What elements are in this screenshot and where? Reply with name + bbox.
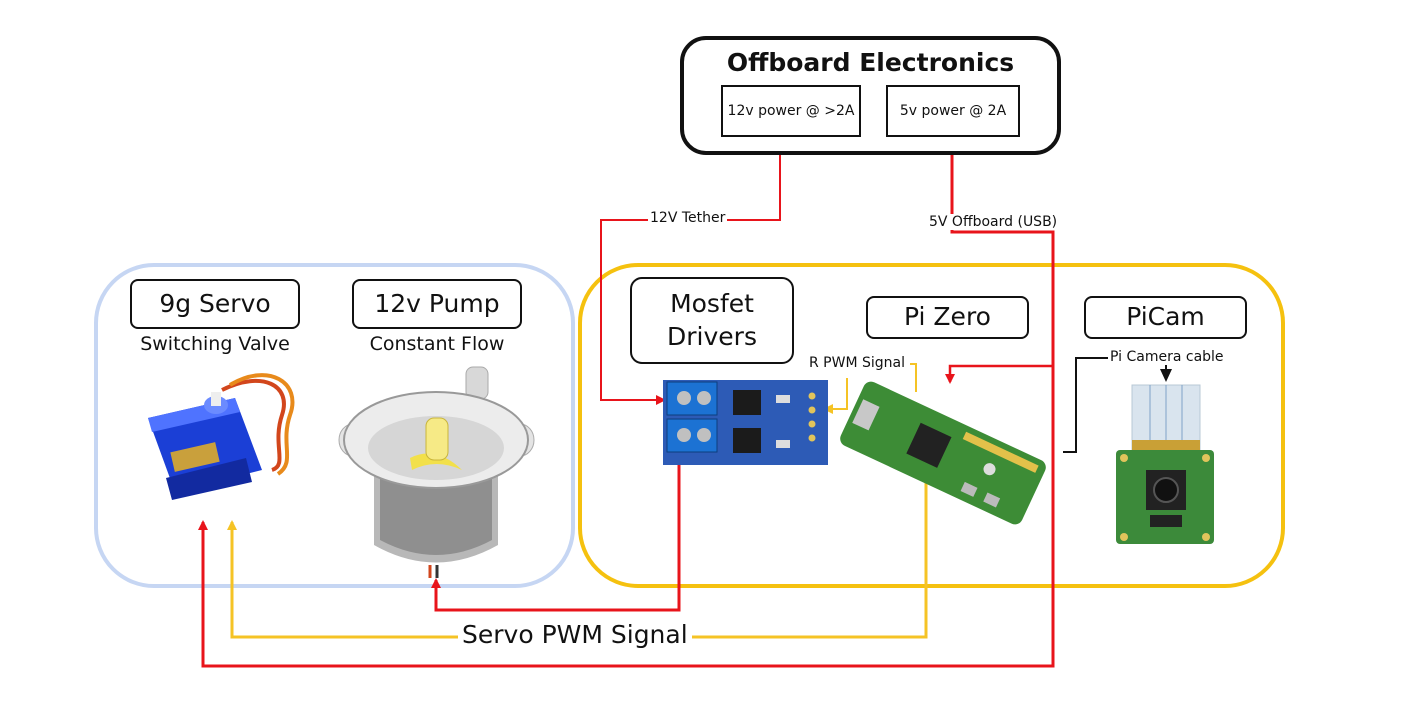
psu-5v-box: 5v power @ 2A [886,85,1020,137]
pump-title-box: 12v Pump [352,279,522,329]
offboard-5v-label: 5V Offboard (USB) [927,214,1060,230]
camera-cable-label: Pi Camera cable [1108,349,1226,365]
pump-illustration [338,366,535,578]
servo-pwm-wire [227,470,928,639]
camera-cable-wire [1063,357,1108,453]
picam-title-box: PiCam [1084,296,1247,339]
pi-power-wire [945,364,1053,384]
pi-zero-illustration [840,381,1046,525]
offboard-title: Offboard Electronics [726,48,1015,77]
camera-cable-arrowhead [1160,369,1172,382]
r-pwm-label: R PWM Signal [807,355,907,371]
pump-servo-group [94,263,575,588]
servo-title-box: 9g Servo [130,279,300,329]
r-pwm-wire-2 [823,378,848,414]
mosfet-title-box: Mosfet Drivers [630,277,794,364]
pump-power-wire [431,456,681,612]
servo-illustration [148,373,295,500]
mosfet-board-illustration [663,380,828,465]
servo-subtitle: Switching Valve [140,333,290,355]
tether-12v-wire [600,136,781,405]
tether-12v-label: 12V Tether [648,210,728,226]
pizero-title-box: Pi Zero [866,296,1029,339]
electronics-group [578,263,1285,588]
servo-pwm-label: Servo PWM Signal [458,620,692,649]
psu-12v-box: 12v power @ >2A [721,85,861,137]
picam-illustration [1116,384,1214,544]
pump-subtitle: Constant Flow [369,333,505,355]
r-pwm-wire [910,363,917,392]
